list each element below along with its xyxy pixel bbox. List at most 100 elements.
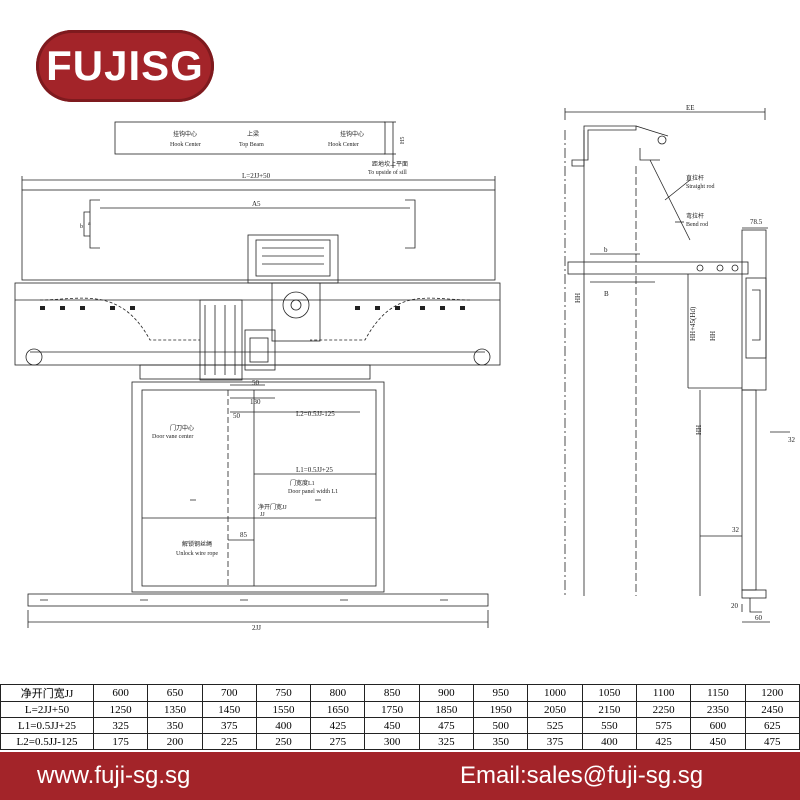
table-cell: 2050 <box>527 701 583 718</box>
beam-label-en-3: Hook Center <box>328 142 359 148</box>
vane-center-en: Door vane center <box>152 434 193 440</box>
table-cell: 1350 <box>147 701 203 718</box>
upper-plate <box>21 189 496 281</box>
table-cell: 2350 <box>690 701 746 718</box>
dim-l2: L2=0.5JJ-125 <box>296 410 335 418</box>
table-cell: 350 <box>473 733 529 750</box>
side-door-panel <box>741 389 757 591</box>
email-link[interactable]: Email:sales@fuji-sg.sg <box>460 762 704 789</box>
table-cell: 1750 <box>364 701 420 718</box>
row-label: L1=0.5JJ+25 <box>0 717 94 734</box>
rail-body <box>14 282 501 366</box>
website-link[interactable]: www.fuji-sg.sg <box>37 762 191 789</box>
table-cell: 1650 <box>310 701 366 718</box>
table-cell: 200 <box>147 733 203 750</box>
unlock-rope-en: Unlock wire rope <box>176 551 218 557</box>
table-cell: 250 <box>255 733 312 750</box>
sill <box>27 593 489 607</box>
table-cell: 575 <box>635 717 692 734</box>
table-cell: 650 <box>147 684 203 702</box>
table-cell: 700 <box>201 684 257 702</box>
motor-housing <box>271 282 321 342</box>
table-cell: 375 <box>201 717 257 734</box>
dim-2jj: 2JJ <box>252 624 261 632</box>
dim-20: 20 <box>731 602 739 610</box>
bend-rod-cn: 弯拉杆 <box>686 212 704 220</box>
dim-ee: EE <box>686 104 695 112</box>
table-cell: 1950 <box>473 701 529 718</box>
row-label: L2=0.5JJ-125 <box>0 733 94 750</box>
dim-hh3: HH <box>574 293 582 303</box>
clear-width-en: JJ <box>260 512 265 518</box>
hanger-bar <box>139 364 371 380</box>
table-cell: 950 <box>473 684 529 702</box>
table-cell: 1550 <box>255 701 312 718</box>
table-cell: 2150 <box>581 701 637 718</box>
dim-32a: 32 <box>788 436 796 444</box>
sill-label-cn: 距地坎上平面 <box>372 160 408 168</box>
table-cell: 475 <box>418 717 475 734</box>
table-cell: 550 <box>581 717 637 734</box>
table-cell: 600 <box>92 684 149 702</box>
dim-50: 50 <box>252 379 260 387</box>
table-cell: 175 <box>92 733 149 750</box>
table-cell: 450 <box>690 733 746 750</box>
table-row: L1=0.5JJ+25 325 350 375 400 425 450 475 … <box>0 717 800 734</box>
table-cell: 600 <box>690 717 746 734</box>
table-cell: 500 <box>473 717 529 734</box>
door-operator-drawing: 挂钩中心 Hook Center 上梁 Top Beam 挂钩中心 Hook C… <box>14 104 796 632</box>
dim-hh2: HH <box>695 425 703 435</box>
table-cell: 525 <box>527 717 583 734</box>
table-row: L=2JJ+50 1250 1350 1450 1550 1650 1750 1… <box>0 701 800 718</box>
beam-label-en-1: Hook Center <box>170 142 201 148</box>
dim-a5: A5 <box>252 200 261 208</box>
side-operator <box>741 229 767 391</box>
door-frame <box>131 381 385 593</box>
table-cell: 325 <box>418 733 475 750</box>
dim-bb-side: B <box>604 290 609 298</box>
straight-rod-en: Straight rod <box>686 184 715 190</box>
table-cell: 300 <box>364 733 420 750</box>
table-row: L2=0.5JJ-125 175 200 225 250 275 300 325… <box>0 733 800 750</box>
vane-center-cn: 门刀中心 <box>170 424 194 432</box>
dim-l: L=2JJ+50 <box>242 172 271 180</box>
dim-l1: L1=0.5JJ+25 <box>296 466 333 474</box>
footer-bar <box>0 752 800 800</box>
dim-60: 60 <box>755 614 763 622</box>
door-vane <box>199 299 243 381</box>
table-cell: 750 <box>255 684 312 702</box>
dim-h5: H5 <box>400 137 406 144</box>
dim-hh: HH <box>709 331 717 341</box>
bend-rod-en: Bend rod <box>686 222 708 228</box>
table-row: 净开门宽JJ 600 650 700 750 800 850 900 950 1… <box>0 684 800 702</box>
table-cell: 400 <box>255 717 312 734</box>
table-cell: 800 <box>310 684 366 702</box>
table-cell: 900 <box>418 684 475 702</box>
table-cell: 350 <box>147 717 203 734</box>
side-view: EE 直拉杆 Straight rod 弯拉杆 Bend rod 78.5 b … <box>564 104 796 623</box>
dim-hh45: HH+45(Hd) <box>689 306 697 341</box>
top-beam-box <box>114 121 386 155</box>
table-cell: 1150 <box>690 684 746 702</box>
beam-label-cn-1: 挂钩中心 <box>173 130 197 138</box>
dim-b-side: b <box>604 246 608 254</box>
table-cell: 1200 <box>744 684 800 702</box>
beam-label-cn-2: 上梁 <box>247 130 259 138</box>
dim-b-front: b <box>80 224 83 230</box>
clear-width-cn: 净开门宽JJ <box>258 503 287 511</box>
table-cell: 275 <box>310 733 366 750</box>
table-cell: 400 <box>581 733 637 750</box>
motor-pulley <box>282 291 310 319</box>
dim-130: 130 <box>250 398 261 406</box>
right-pulley <box>473 348 491 366</box>
spec-table: 净开门宽JJ 600 650 700 750 800 850 900 950 1… <box>0 684 800 750</box>
table-cell: 225 <box>201 733 257 750</box>
straight-rod-cn: 直拉杆 <box>686 174 704 182</box>
table-cell: 1100 <box>635 684 692 702</box>
table-cell: 375 <box>527 733 583 750</box>
beam-label-en-2: Top Beam <box>239 142 264 148</box>
panel-width-cn: 门宽度L1 <box>290 479 315 487</box>
dim-78-5: 78.5 <box>750 218 763 226</box>
table-cell: 1850 <box>418 701 475 718</box>
table-cell: 2250 <box>635 701 692 718</box>
